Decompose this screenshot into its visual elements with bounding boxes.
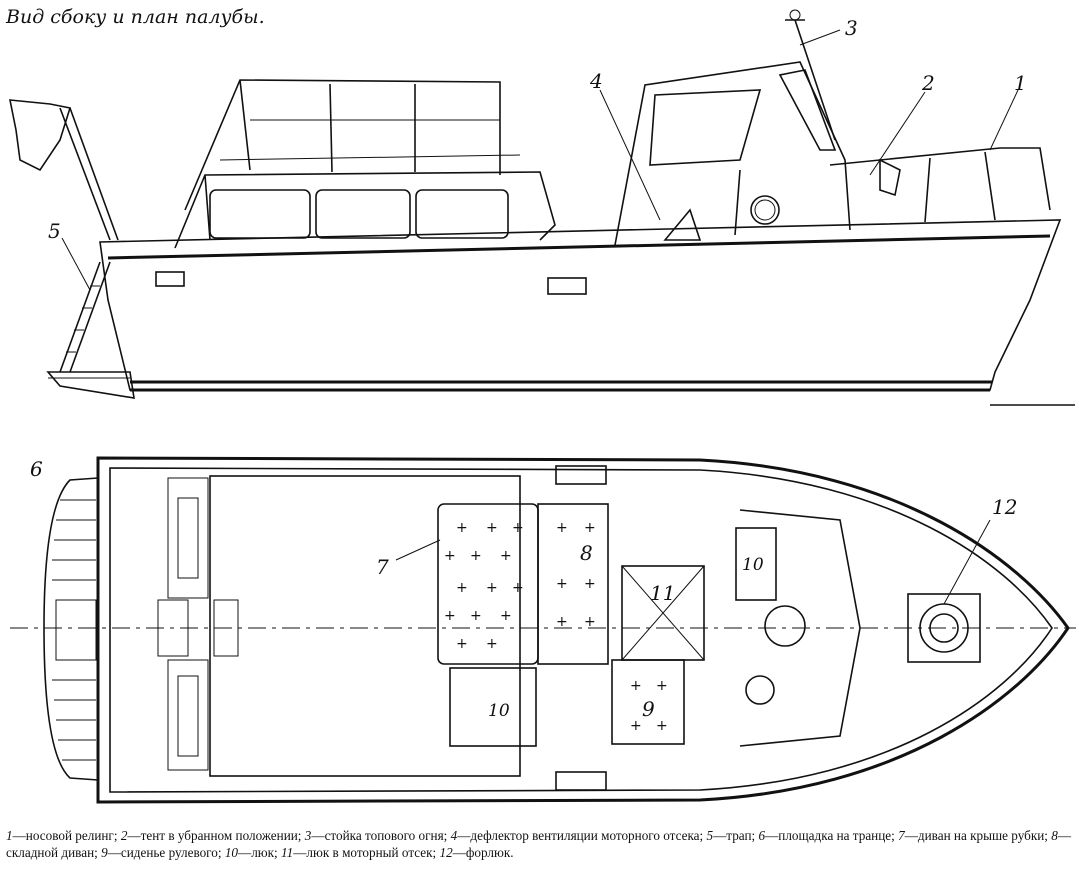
label-10-right: 10 (742, 555, 764, 575)
label-11: 11 (650, 581, 675, 605)
svg-text:+: + (500, 548, 512, 564)
legend-number: 4 (450, 828, 458, 843)
label-9: 9 (642, 697, 655, 721)
label-1: 1 (1014, 71, 1027, 95)
legend-text: —люк в моторный отсек; (293, 845, 440, 860)
legend-item: 3—стойка топового огня; (305, 828, 451, 843)
legend-number: 7 (898, 828, 905, 843)
label-2: 2 (921, 71, 935, 95)
label-6: 6 (30, 457, 43, 481)
svg-text:+: + (486, 636, 498, 652)
svg-text:+: + (584, 614, 596, 630)
legend-text: —сиденье рулевого; (107, 845, 225, 860)
legend-item: 1—носовой релинг; (6, 828, 121, 843)
svg-text:+: + (512, 580, 524, 596)
legend-text: —люк; (238, 845, 282, 860)
legend-text: —складной диван; (6, 828, 1072, 860)
side-view: 5 4 3 2 1 (9, 9, 1075, 406)
legend-number: 3 (304, 828, 312, 843)
label-5: 5 (48, 219, 61, 243)
svg-text:+: + (656, 678, 668, 694)
svg-text:+: + (500, 608, 512, 624)
svg-text:+: + (556, 614, 568, 630)
svg-text:+: + (630, 718, 642, 734)
svg-text:+: + (630, 678, 642, 694)
legend-number: 2 (120, 828, 128, 843)
legend-number: 9 (101, 845, 108, 860)
svg-text:+: + (470, 608, 482, 624)
label-3: 3 (845, 16, 858, 40)
legend-text: —дефлектор вентиляции моторного отсека; (457, 828, 707, 843)
legend-item: 6—площадка на транце; (759, 828, 899, 843)
svg-text:+: + (486, 520, 498, 536)
legend-text: —носовой релинг; (12, 828, 121, 843)
legend: 1—носовой релинг; 2—тент в убранном поло… (6, 827, 1074, 861)
svg-text:+: + (456, 636, 468, 652)
legend-item: 11—люк в моторный отсек; (281, 845, 439, 860)
legend-number: 6 (758, 828, 766, 843)
svg-text:+: + (444, 548, 456, 564)
legend-number: 12 (439, 845, 453, 860)
boat-drawing: 5 4 3 2 1 (9, 9, 1076, 804)
svg-text:+: + (512, 520, 524, 536)
legend-item: 5—трап; (707, 828, 759, 843)
legend-number: 8 (1051, 828, 1058, 843)
svg-text:+: + (486, 580, 498, 596)
legend-text: —площадка на транце; (765, 828, 899, 843)
svg-text:+: + (444, 608, 456, 624)
label-10-left: 10 (488, 701, 510, 721)
legend-item: 12—форлюк. (439, 845, 513, 860)
legend-item: 10—люк; (225, 845, 281, 860)
svg-text:+: + (470, 548, 482, 564)
plan-view: 6 7 8 10 11 9 10 12 +++ +++ +++ +++ ++ +… (10, 456, 1076, 804)
svg-text:+: + (456, 580, 468, 596)
svg-text:+: + (456, 520, 468, 536)
legend-item: 9—сиденье рулевого; (101, 845, 225, 860)
svg-text:+: + (584, 576, 596, 592)
label-12: 12 (992, 495, 1017, 519)
label-8: 8 (580, 541, 593, 565)
legend-text: —трап; (713, 828, 759, 843)
legend-item: 4—дефлектор вентиляции моторного отсека; (451, 828, 707, 843)
legend-text: —форлюк. (452, 845, 514, 860)
label-7: 7 (376, 555, 389, 579)
legend-text: —диван на крыше рубки; (904, 828, 1052, 843)
label-4: 4 (589, 69, 603, 93)
legend-item: 2—тент в убранном положении; (121, 828, 305, 843)
legend-number: 11 (281, 845, 294, 860)
legend-number: 1 (6, 828, 13, 843)
figure-title: Вид сбоку и план палубы. (6, 6, 265, 28)
svg-text:+: + (656, 718, 668, 734)
sofa-crosses: +++ +++ +++ +++ ++ ++ ++ ++ ++ ++ (444, 520, 668, 734)
legend-text: —стойка топового огня; (311, 828, 451, 843)
legend-item: 8—складной диван; (6, 828, 1071, 860)
svg-text:+: + (584, 520, 596, 536)
legend-text: —тент в убранном положении; (127, 828, 305, 843)
legend-number: 5 (706, 828, 714, 843)
svg-text:+: + (556, 576, 568, 592)
legend-number: 10 (224, 845, 239, 860)
svg-text:+: + (556, 520, 568, 536)
legend-item: 7—диван на крыше рубки; (898, 828, 1051, 843)
